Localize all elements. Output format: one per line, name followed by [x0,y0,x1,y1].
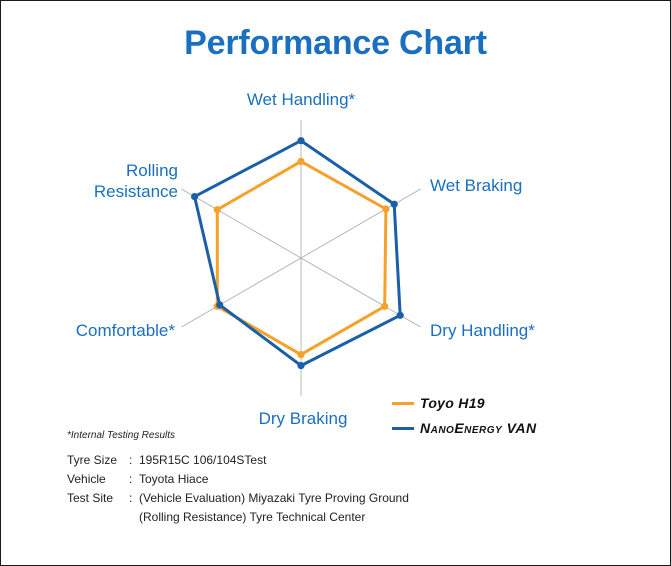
info-row-vehicle: Vehicle : Toyota Hiace [67,470,409,489]
axis-label-1: Wet Braking [430,176,522,195]
legend: Toyo H19 NanoEnergy VAN [392,392,537,442]
info-sep: : [129,491,133,505]
axis-label-line: Wet Braking [430,176,522,195]
data-point-nanoenergy-van-4 [216,301,224,309]
info-sep: : [129,472,133,486]
axis-label-line: Rolling [126,161,178,180]
legend-swatch-nanoenergy [392,426,414,430]
data-point-nanoenergy-van-1 [390,200,398,208]
data-point-nanoenergy-van-0 [297,137,305,145]
testing-note: *Internal Testing Results [67,430,176,441]
axis-label-line: Comfortable* [76,321,176,340]
legend-label-toyo: Toyo H19 [420,395,485,411]
info-row-test-site: Test Site : (Vehicle Evaluation) Miyazak… [67,489,409,508]
info-value: Toyota Hiace [139,472,209,486]
info-value: 195R15C 106/104STest [139,453,267,467]
axis-label-line: Resistance [94,182,178,201]
chart-title: Performance Chart [184,24,487,62]
axis-label-line: Wet Handling* [247,90,356,109]
data-point-toyo-h19-0 [297,157,305,165]
data-point-nanoenergy-van-3 [297,362,305,370]
test-info: Tyre Size : 195R15C 106/104STest Vehicle… [67,451,409,527]
info-key: Tyre Size [67,453,118,467]
legend-item-nanoenergy: NanoEnergy VAN [392,417,537,439]
data-point-nanoenergy-van-2 [396,311,404,319]
info-key [67,508,129,527]
info-sep: : [129,453,133,467]
data-point-toyo-h19-1 [382,205,390,213]
axis-label-3: Dry Braking [259,409,348,428]
info-key: Test Site [67,491,114,505]
radar-series [191,137,404,370]
grid-spoke-4 [181,257,302,328]
data-point-toyo-h19-5 [213,206,221,214]
legend-item-toyo: Toyo H19 [392,392,537,414]
axis-label-line: Dry Handling* [430,321,535,340]
data-point-toyo-h19-2 [381,302,389,310]
legend-label-nanoenergy: NanoEnergy VAN [420,420,537,436]
axis-label-2: Dry Handling* [430,321,535,340]
info-key: Vehicle [67,472,106,486]
grid-spoke-1 [300,188,421,259]
series-line-nanoenergy-van [193,139,402,368]
axis-label-0: Wet Handling* [247,90,356,109]
info-row-test-site-2: (Rolling Resistance) Tyre Technical Cent… [67,508,409,527]
data-point-toyo-h19-3 [297,351,305,359]
info-sep [129,508,139,527]
axis-label-4: Comfortable* [76,321,176,340]
grid-spoke-5 [181,188,302,259]
data-point-nanoenergy-van-5 [191,193,199,201]
axis-label-line: Dry Braking [259,409,348,428]
info-row-tyre-size: Tyre Size : 195R15C 106/104STest [67,451,409,470]
legend-swatch-toyo [392,401,414,405]
info-value: (Vehicle Evaluation) Miyazaki Tyre Provi… [139,491,409,505]
info-value: (Rolling Resistance) Tyre Technical Cent… [139,510,366,524]
